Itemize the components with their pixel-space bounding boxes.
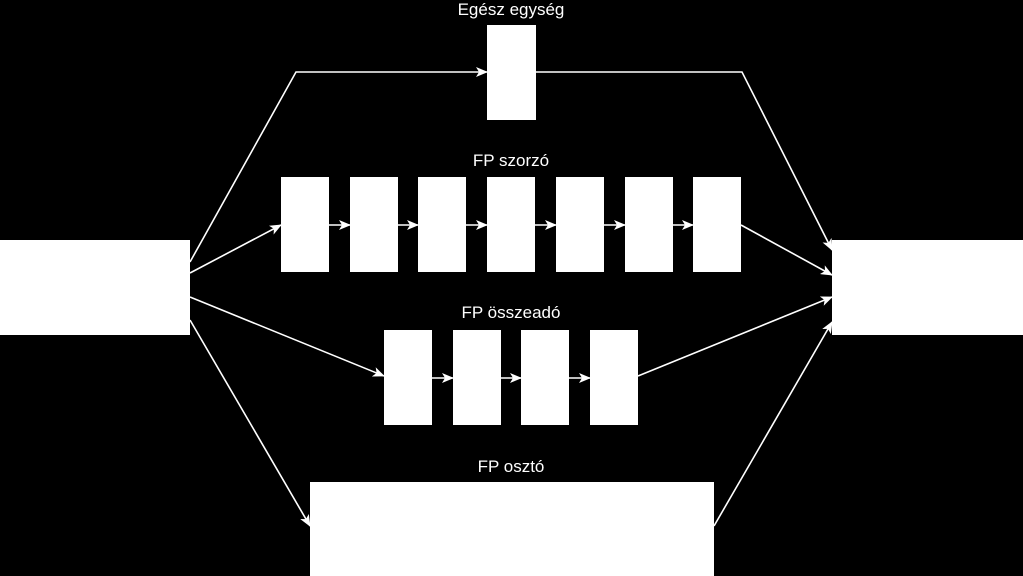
fp-adder-stage	[590, 330, 638, 425]
fp-adder-stage	[384, 330, 432, 425]
arrow-fp-divider-to-destination	[713, 321, 833, 527]
arrow-to-integer-unit	[189, 67, 488, 263]
fp-multiplier-stage	[693, 177, 741, 272]
fp-adder-stage	[453, 330, 501, 425]
fp-multiplier-label: FP szorzó	[473, 151, 549, 170]
fp-adder-pipeline	[384, 330, 638, 425]
source-stage-block	[0, 240, 190, 335]
arrow-fp-adder-to-destination	[637, 296, 833, 377]
arrow-to-fp-multiplier	[189, 224, 282, 274]
fp-multiplier-stage	[281, 177, 329, 272]
fp-multiplier-pipeline	[281, 177, 741, 272]
arrow-to-fp-divider	[189, 319, 311, 527]
fp-divider-label: FP osztó	[478, 457, 545, 476]
arrow-fp-multiplier-to-destination	[740, 224, 833, 276]
fp-multiplier-stage	[556, 177, 604, 272]
fp-multiplier-stage	[418, 177, 466, 272]
fp-multiplier-stage	[487, 177, 535, 272]
destination-stage-block	[832, 240, 1023, 335]
fp-adder-label: FP összeadó	[462, 303, 561, 322]
arrow-to-fp-adder	[189, 296, 385, 377]
fp-multiplier-stage	[350, 177, 398, 272]
fp-divider-unit	[310, 482, 714, 576]
integer-unit-label: Egész egység	[458, 0, 565, 19]
integer-unit-stage	[487, 25, 536, 120]
arrow-integer-unit-to-destination	[536, 71, 833, 251]
fp-multiplier-stage	[625, 177, 673, 272]
fp-adder-stage	[521, 330, 569, 425]
